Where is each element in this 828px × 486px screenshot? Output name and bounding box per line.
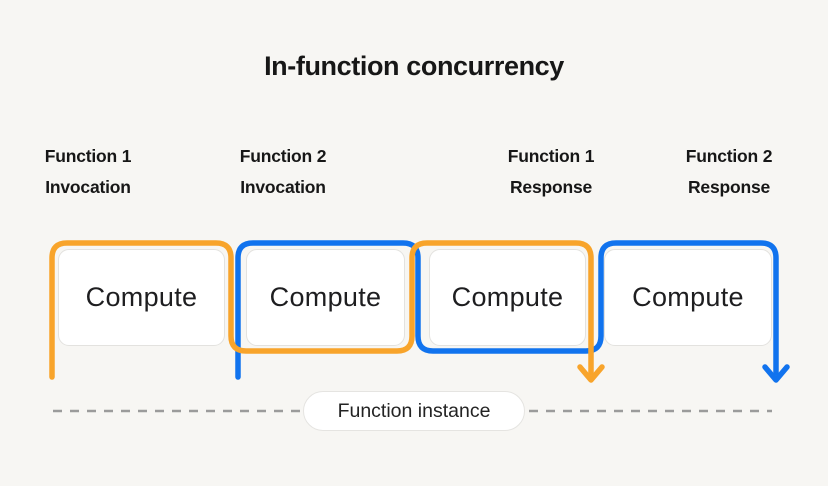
compute-box-2: Compute: [246, 249, 405, 346]
column-label-line2: Response: [687, 177, 771, 197]
column-label-line1: Function 1: [44, 146, 132, 166]
diagram-title: In-function concurrency: [264, 51, 564, 81]
column-label-line1: Function 1: [507, 146, 595, 166]
function1-response-arrow-icon: [577, 364, 605, 383]
column-label-line1: Function 2: [685, 146, 773, 166]
compute-box-label: Compute: [269, 282, 382, 312]
compute-box-label: Compute: [632, 282, 744, 312]
compute-box-label: Compute: [451, 282, 564, 312]
compute-box-3: Compute: [429, 249, 586, 346]
column-label-function1-response: Function 1 Response: [507, 141, 595, 203]
column-label-function2-response: Function 2 Response: [685, 141, 773, 203]
column-label-line2: Invocation: [240, 177, 326, 197]
column-label-function1-invocation: Function 1 Invocation: [44, 141, 132, 203]
compute-box-1: Compute: [58, 249, 225, 346]
function-instance-pill: Function instance: [303, 391, 525, 431]
function-instance-label: Function instance: [337, 399, 491, 422]
column-label-line2: Response: [509, 177, 593, 197]
column-label-line1: Function 2: [239, 146, 327, 166]
compute-box-4: Compute: [604, 249, 772, 346]
compute-box-label: Compute: [85, 282, 198, 312]
column-label-line2: Invocation: [45, 177, 131, 197]
function2-response-arrow-icon: [762, 364, 790, 383]
column-label-function2-invocation: Function 2 Invocation: [239, 141, 327, 203]
